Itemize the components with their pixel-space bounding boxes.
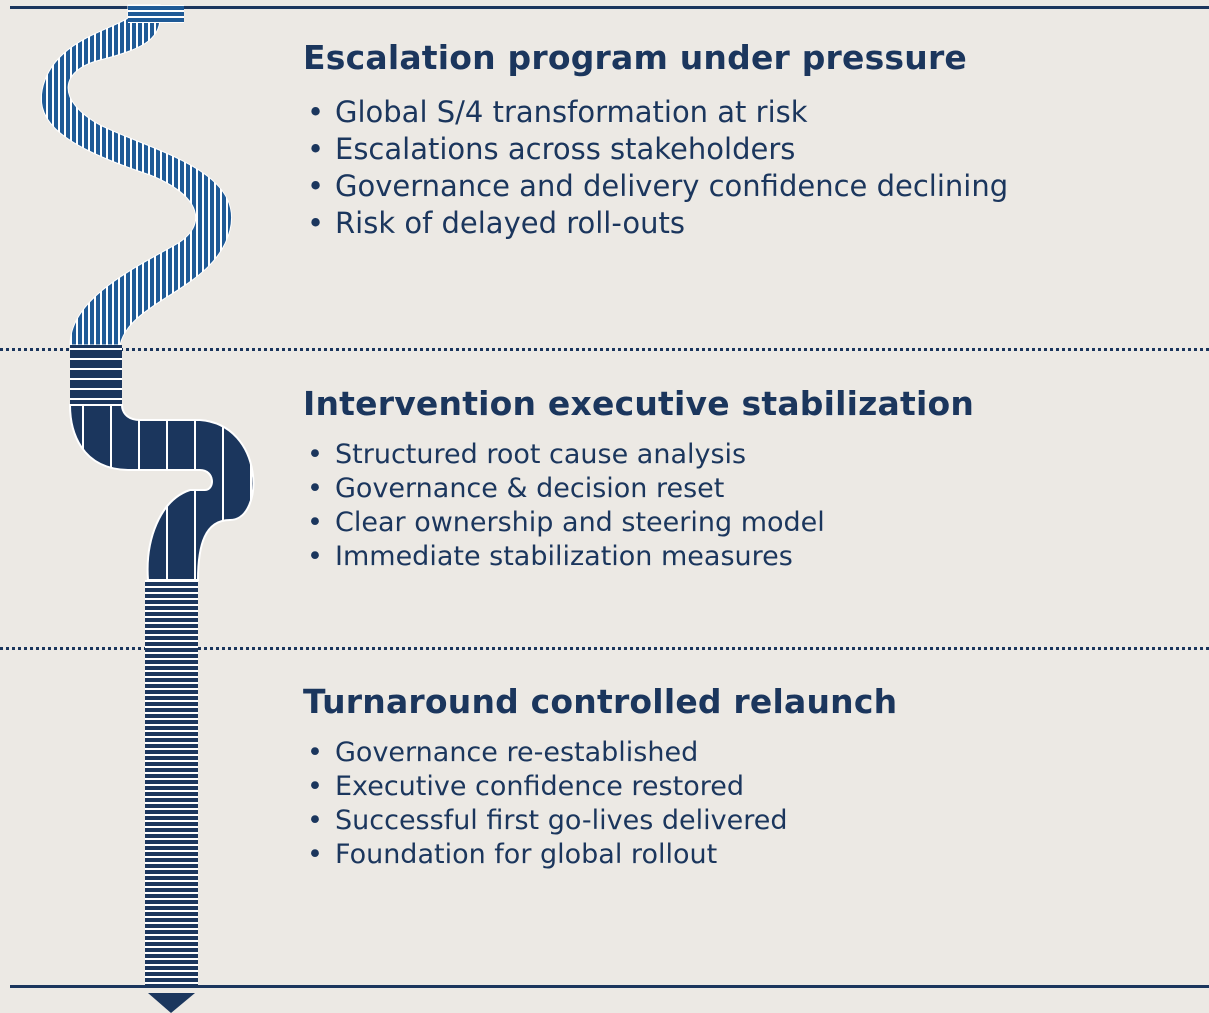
bullet-item: Executive confidence restored (303, 770, 897, 804)
middle-pipe-bend (68, 404, 255, 581)
bullet-item: Structured root cause analysis (303, 438, 974, 472)
bullet-item: Governance and delivery confidence decli… (303, 168, 1008, 205)
section-title: Escalation program under pressure (303, 38, 968, 77)
section-title: Turnaround controlled relaunch (303, 682, 898, 721)
bullet-list: Governance re-established Executive conf… (303, 736, 897, 872)
top-rule (10, 6, 1209, 9)
winding-pipe-arrow-icon (40, 4, 255, 1013)
divider-2 (0, 647, 1209, 650)
section-title: Intervention executive stabilization (303, 384, 975, 423)
pipe-neck (128, 5, 184, 23)
bullet-item: Successful first go-lives delivered (303, 804, 897, 838)
divider-1 (0, 348, 1209, 351)
section-intervention: Intervention executive stabilization Str… (303, 384, 974, 574)
section-escalation: Escalation program under pressure Global… (303, 38, 1008, 242)
bullet-list: Global S/4 transformation at risk Escala… (303, 94, 1008, 242)
bullet-item: Clear ownership and steering model (303, 506, 974, 540)
section-turnaround: Turnaround controlled relaunch Governanc… (303, 682, 897, 872)
bullet-item: Risk of delayed roll-outs (303, 205, 1008, 242)
bullet-list: Structured root cause analysis Governanc… (303, 438, 974, 574)
bullet-item: Immediate stabilization measures (303, 540, 974, 574)
middle-pipe-straight (70, 345, 122, 405)
lower-pipe-shaft (145, 580, 198, 985)
bullet-item: Global S/4 transformation at risk (303, 94, 1008, 131)
bullet-item: Governance re-established (303, 736, 897, 770)
bullet-item: Foundation for global rollout (303, 838, 897, 872)
arrow-head (148, 993, 195, 1013)
upper-pipe-segment (40, 4, 233, 346)
bullet-item: Escalations across stakeholders (303, 131, 1008, 168)
bottom-rule (10, 985, 1209, 988)
bullet-item: Governance & decision reset (303, 472, 974, 506)
